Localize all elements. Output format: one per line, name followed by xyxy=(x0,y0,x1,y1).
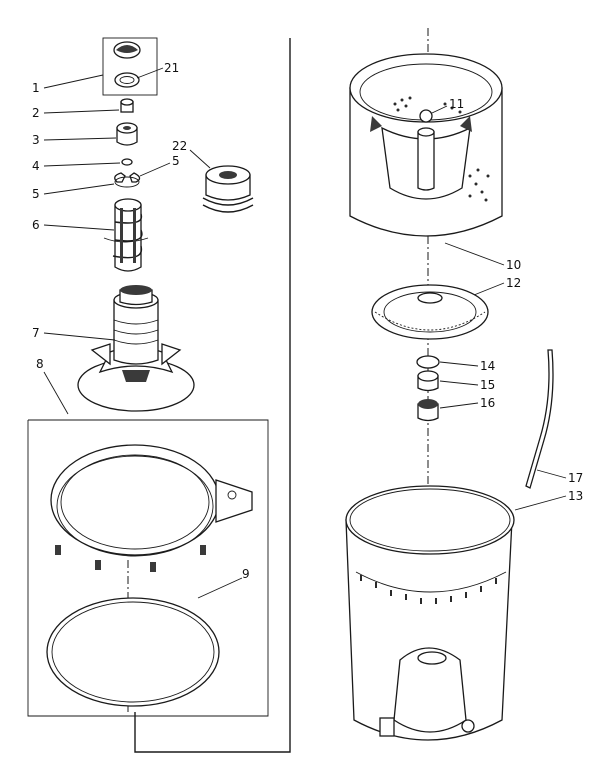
callout-11: 11 xyxy=(449,97,464,111)
part-15-coupling xyxy=(417,370,439,392)
callout-15: 15 xyxy=(480,378,495,392)
part-4-washer xyxy=(121,158,133,166)
part-14-ring xyxy=(416,355,440,369)
callout-13: 13 xyxy=(568,489,583,503)
callout-2: 2 xyxy=(32,106,40,120)
callout-labels: 1 21 2 3 4 5 5 22 6 7 8 9 11 10 12 14 15… xyxy=(32,61,583,581)
part-12-drive-block xyxy=(371,284,489,340)
part-6-auger xyxy=(103,198,149,272)
part-1-agitator-cap xyxy=(102,37,158,96)
part-13-outer-tub xyxy=(345,485,515,741)
callout-6: 6 xyxy=(32,218,40,232)
callout-9: 9 xyxy=(242,567,250,581)
callout-8: 8 xyxy=(36,357,44,371)
leader-lines xyxy=(43,67,567,599)
callout-14: 14 xyxy=(480,359,495,373)
callout-5-left: 5 xyxy=(32,187,40,201)
callout-7: 7 xyxy=(32,326,40,340)
callout-4: 4 xyxy=(32,159,40,173)
part-16-bearing xyxy=(417,399,439,422)
part-7-agitator-base xyxy=(77,285,195,412)
callout-10: 10 xyxy=(506,258,521,272)
callout-17: 17 xyxy=(568,471,583,485)
part-10-wash-basket xyxy=(349,53,503,237)
part-17-drain-hose xyxy=(525,349,554,489)
part-2-nut xyxy=(120,98,134,113)
part-3-cam xyxy=(116,122,138,146)
callout-12: 12 xyxy=(506,276,521,290)
part-8-tub-ring xyxy=(27,419,269,717)
callout-22: 22 xyxy=(172,139,187,153)
callout-5-right: 5 xyxy=(172,154,180,168)
part-22-bearing xyxy=(202,165,254,213)
callout-1: 1 xyxy=(32,81,40,95)
part-9-tub-seal xyxy=(46,597,220,707)
callout-16: 16 xyxy=(480,396,495,410)
part-11-nut xyxy=(419,109,433,123)
callout-3: 3 xyxy=(32,133,40,147)
callout-21: 21 xyxy=(164,61,179,75)
part-5-agitator-dogs xyxy=(114,172,141,188)
